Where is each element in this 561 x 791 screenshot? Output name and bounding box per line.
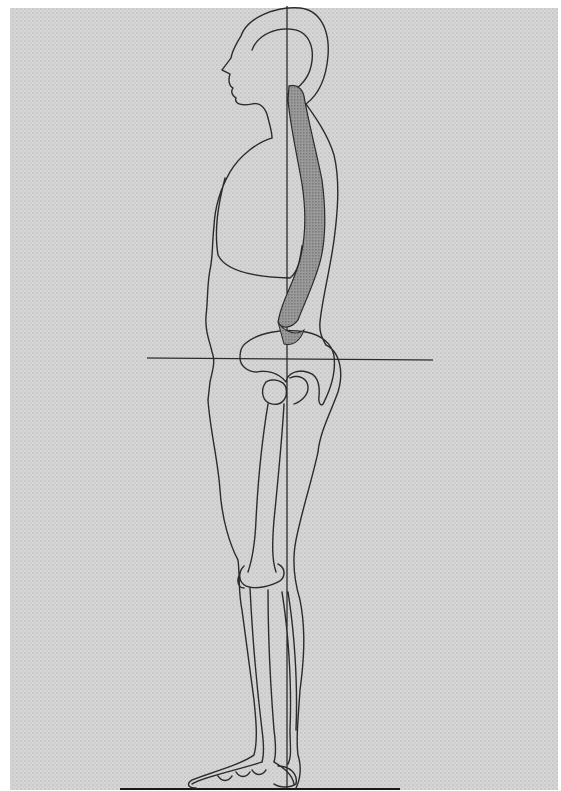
figure-frame [0, 0, 561, 791]
posture-diagram [0, 0, 561, 791]
